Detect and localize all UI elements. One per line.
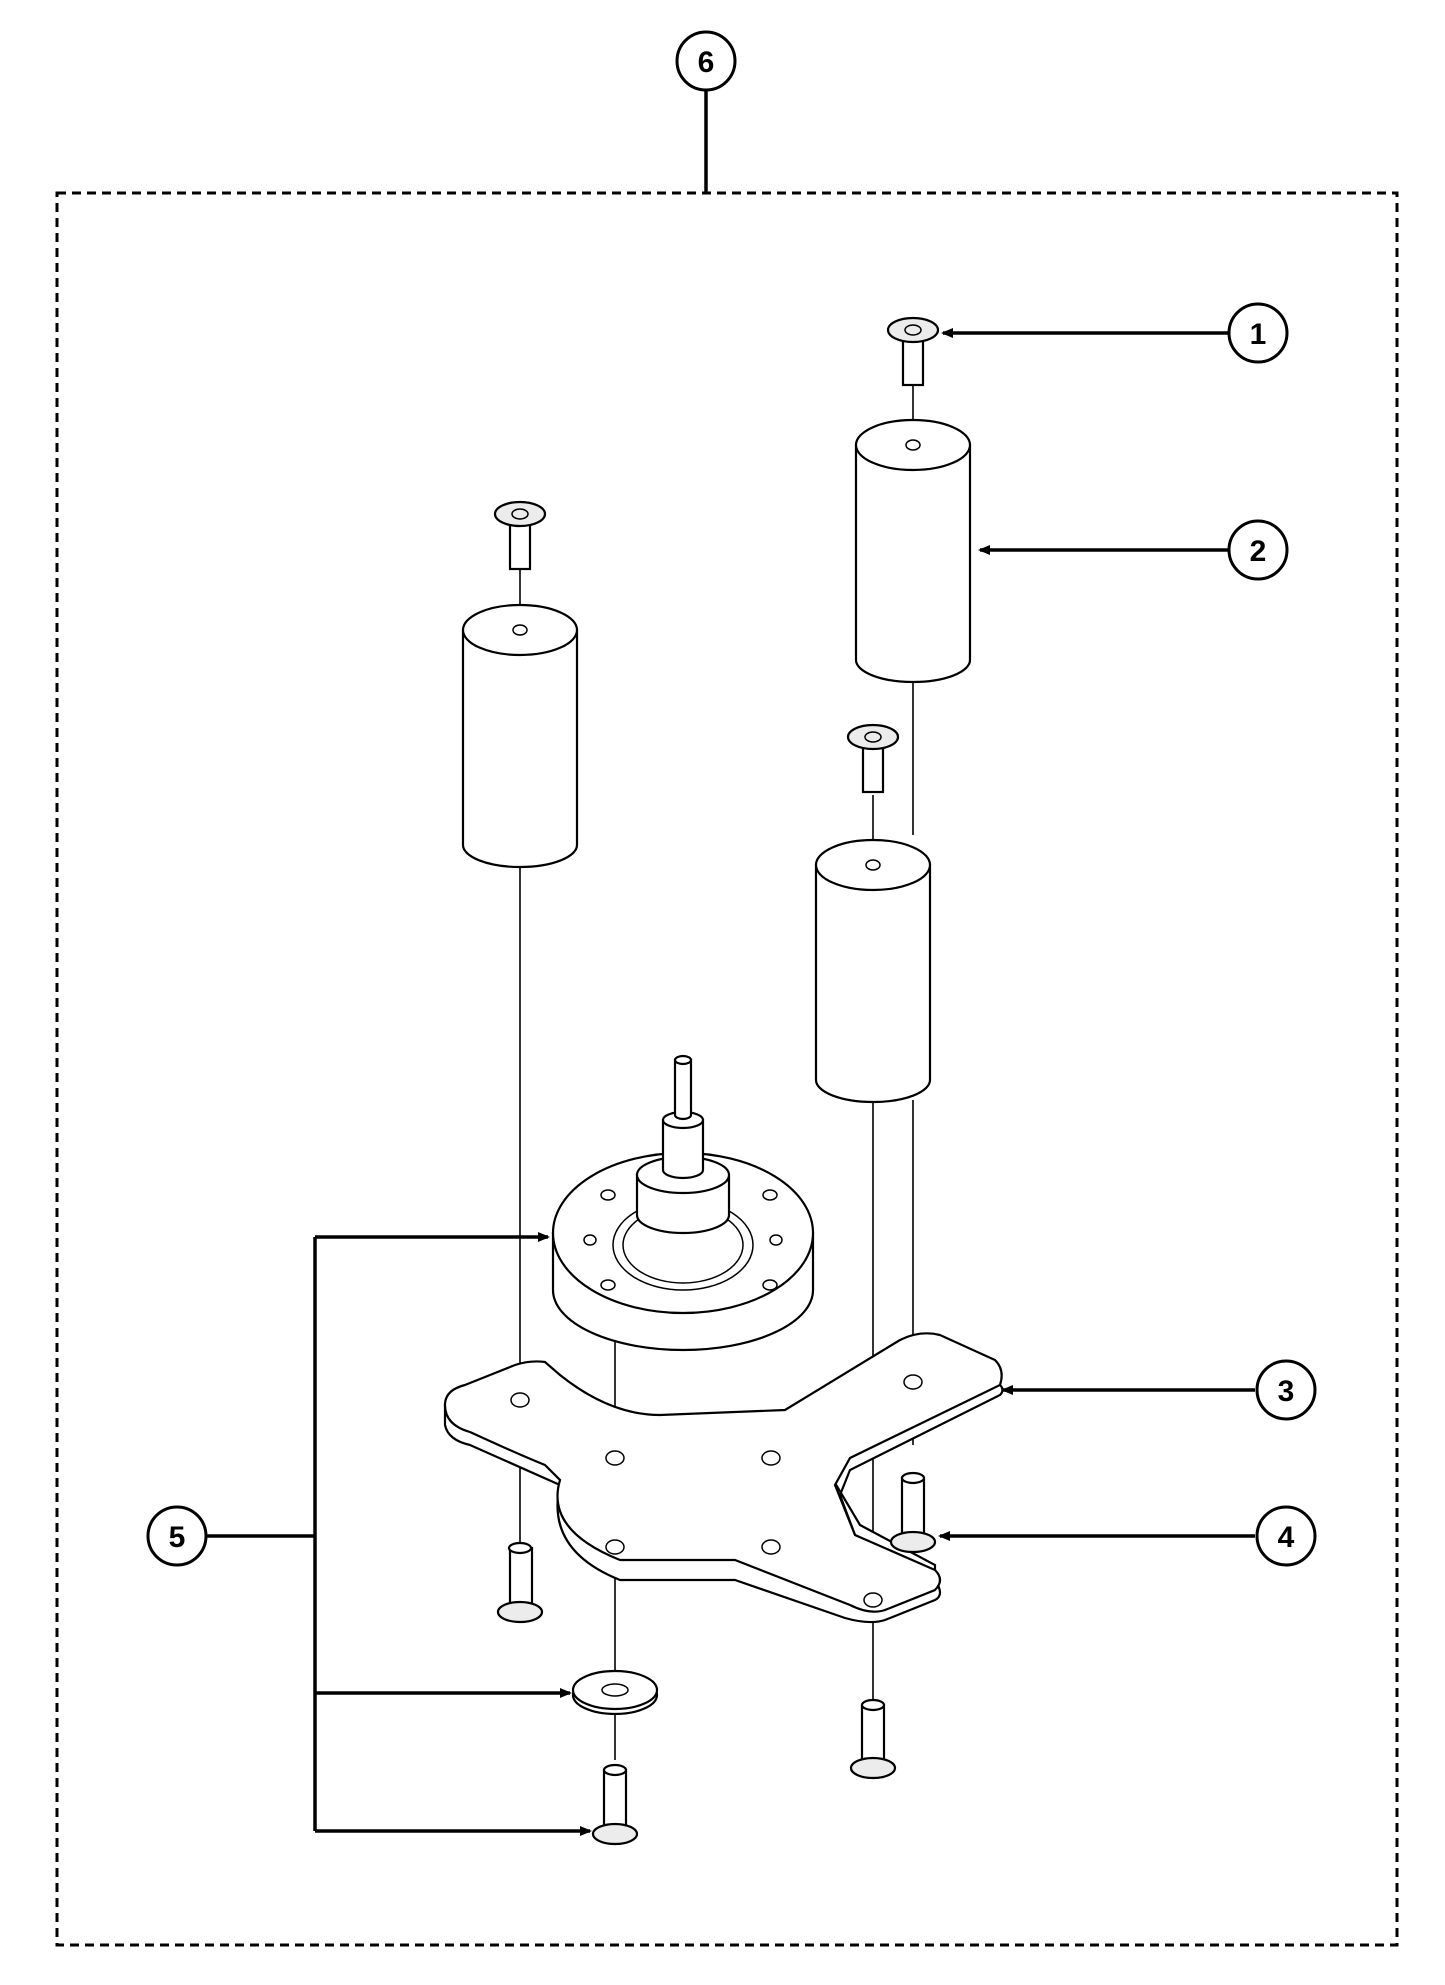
callout-6-label: 6 (698, 46, 715, 79)
callout-1-label: 1 (1250, 318, 1267, 351)
callout-3: 3 (1255, 1359, 1317, 1421)
top-screw-1 (886, 316, 940, 387)
top-screw-3 (846, 723, 900, 794)
standoff-cylinder-left (461, 603, 579, 869)
bottom-screw-1 (496, 1541, 544, 1624)
callout-5-leader (206, 1232, 592, 1836)
flange-bearing-housing (551, 1054, 815, 1352)
bottom-screw-2 (889, 1471, 937, 1554)
top-screw-2 (493, 500, 547, 571)
callout-6: 6 (675, 30, 737, 92)
callout-5: 5 (146, 1505, 208, 1567)
mounting-plate (443, 1332, 1004, 1624)
standoff-cylinder-right-top (854, 418, 972, 684)
callout-2: 2 (1227, 519, 1289, 581)
callout-1: 1 (1227, 302, 1289, 364)
callout-3-label: 3 (1278, 1375, 1295, 1408)
bottom-screw-4 (591, 1763, 639, 1846)
callout-4: 4 (1255, 1505, 1317, 1567)
standoff-cylinder-right-middle (814, 838, 932, 1104)
bottom-screw-3 (849, 1698, 897, 1780)
callout-5-label: 5 (169, 1521, 186, 1554)
callout-2-label: 2 (1250, 535, 1267, 568)
assembly-boundary (55, 191, 1399, 1947)
washer (571, 1669, 659, 1716)
callout-4-label: 4 (1278, 1521, 1295, 1554)
